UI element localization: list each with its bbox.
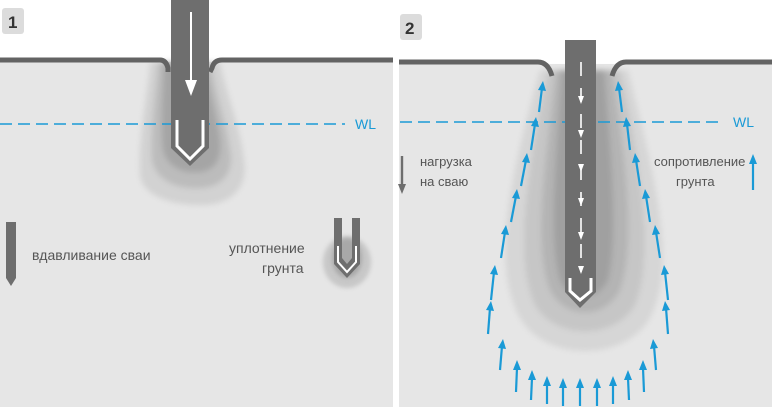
panel-1: WL 1 вдавливание сваи уплотнение грунта (0, 0, 393, 407)
resistance-arrows-right (615, 81, 670, 371)
arrow-down-icon (185, 12, 197, 96)
panel-divider (393, 0, 399, 407)
ground-surface-2 (399, 59, 772, 77)
resistance-label-2: грунта (676, 174, 715, 189)
load-label-2: на сваю (420, 174, 469, 189)
pile-tip-outline-2 (568, 278, 593, 302)
load-legend-icon (398, 156, 406, 194)
push-legend-icon (6, 222, 16, 286)
compaction-legend-icon (323, 218, 371, 288)
panel-1-badge (2, 8, 24, 34)
panel-2: WL (398, 0, 772, 407)
panel-1-number: 1 (8, 13, 17, 32)
pile-tip-outline-1 (175, 120, 205, 162)
panel-2-badge (400, 14, 422, 40)
resistance-legend-icon (749, 154, 757, 190)
resistance-arrows-left (486, 81, 546, 371)
legend-compaction-label-1: уплотнение (229, 240, 305, 256)
ground-surface-1 (0, 57, 393, 74)
load-label-1: нагрузка (420, 154, 473, 169)
water-level-label-1: WL (355, 116, 376, 132)
resistance-arrows-bottom (513, 360, 647, 406)
resistance-label-1: сопротивление (654, 154, 745, 169)
panel-2-number: 2 (405, 19, 414, 38)
load-arrows-icon (578, 62, 584, 274)
water-level-label-2: WL (733, 114, 754, 130)
legend-push-label: вдавливание сваи (32, 247, 151, 263)
legend-compaction-label-2: грунта (262, 260, 304, 276)
